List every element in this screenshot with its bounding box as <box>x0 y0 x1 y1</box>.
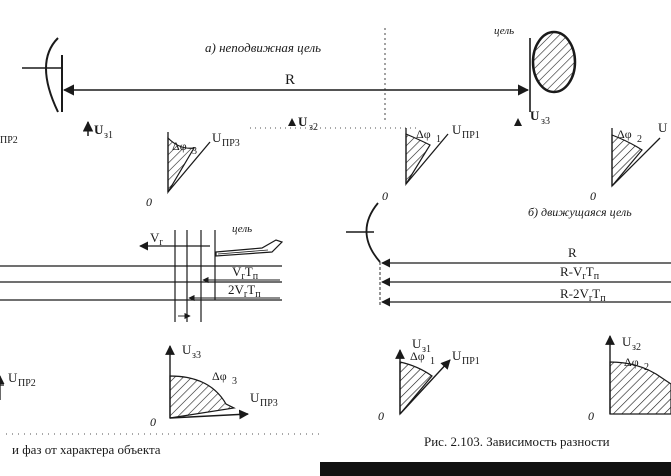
svg-text:Δφ: Δφ <box>172 139 187 153</box>
caption-a: а) неподвижная цель <box>205 40 321 55</box>
marker-u33: U з3 <box>514 108 550 127</box>
phasor-top-3: Δφ 3 U ПР3 0 <box>146 130 240 209</box>
svg-text:з3: з3 <box>192 350 201 361</box>
wavefront-lines <box>174 230 216 322</box>
svg-text:U: U <box>412 336 422 351</box>
vt-label-1: VrTп <box>232 264 259 282</box>
caption-b: б) движущаяся цель <box>528 205 632 219</box>
svg-text:0: 0 <box>150 415 156 429</box>
target-label-a: цель <box>494 25 514 37</box>
svg-text:U: U <box>452 348 462 363</box>
phasor-top-1: Δφ 1 U ПР1 0 <box>382 122 480 203</box>
svg-text:Δφ: Δφ <box>617 127 632 141</box>
svg-text:U: U <box>8 370 18 385</box>
marker-u32: U з2 <box>288 114 318 133</box>
marker-u31: U з1 <box>82 120 113 141</box>
svg-text:ПР1: ПР1 <box>462 130 480 141</box>
svg-text:0: 0 <box>590 189 596 203</box>
svg-text:U: U <box>452 122 462 137</box>
svg-text:0: 0 <box>378 409 384 423</box>
svg-text:1: 1 <box>430 356 435 367</box>
svg-text:з1: з1 <box>104 130 113 141</box>
svg-text:ПР2: ПР2 <box>18 378 36 389</box>
svg-text:ПР1: ПР1 <box>462 356 480 367</box>
range-label-2: R-VrTп <box>560 264 600 282</box>
svg-text:0: 0 <box>146 195 152 209</box>
target-label-b: цель <box>232 223 252 235</box>
svg-text:ПР3: ПР3 <box>222 138 240 149</box>
svg-text:3: 3 <box>232 376 237 387</box>
svg-text:U: U <box>182 342 192 357</box>
range-label-a: R <box>285 72 295 88</box>
svg-text:U: U <box>530 108 540 123</box>
svg-text:0: 0 <box>588 409 594 423</box>
scene-b-left: Vr цель VrTп 2VrTп <box>0 223 284 322</box>
svg-text:U: U <box>298 114 308 129</box>
svg-text:з3: з3 <box>541 116 550 127</box>
phasor-bottom-1: U з1 Δφ 1 U ПР1 0 <box>378 336 480 423</box>
svg-text:Δφ: Δφ <box>212 369 227 383</box>
range-label-1: R <box>568 245 577 260</box>
radar-antenna-a <box>22 37 63 113</box>
radar-antenna-b <box>346 202 381 263</box>
svg-text:Δφ: Δφ <box>410 349 425 363</box>
aircraft-icon <box>215 239 284 257</box>
scene-a: R а) неподвижная цель цель U з1 U з2 U з… <box>0 25 577 146</box>
svg-text:2: 2 <box>637 134 642 145</box>
svg-text:U: U <box>622 334 632 349</box>
svg-text:U: U <box>658 120 668 135</box>
svg-text:U: U <box>250 390 260 405</box>
svg-text:U: U <box>94 122 104 137</box>
svg-text:ПР3: ПР3 <box>260 398 278 409</box>
phasor-bottom-3: U з3 Δφ 3 U ПР3 0 <box>150 342 278 429</box>
footer-black-bar <box>320 462 671 476</box>
svg-text:з1: з1 <box>422 344 431 355</box>
target-blob <box>531 30 577 94</box>
left-cut-sub: ПР2 <box>0 135 18 146</box>
phasor-bottom-2b: U з2 Δφ 2 0 <box>588 334 671 423</box>
svg-text:з2: з2 <box>632 342 641 353</box>
svg-text:2: 2 <box>644 362 649 373</box>
phasor-top-2: Δφ 2 U 0 <box>590 120 668 203</box>
svg-text:3: 3 <box>192 146 197 157</box>
svg-text:0: 0 <box>382 189 388 203</box>
vt-label-2: 2VrTп <box>228 282 261 300</box>
range-label-3: R-2VrTп <box>560 286 606 304</box>
svg-text:з2: з2 <box>309 122 318 133</box>
svg-text:1: 1 <box>436 134 441 145</box>
velocity-label: Vr <box>150 230 163 248</box>
footer-left-text: и фаз от характера объекта <box>12 442 161 457</box>
scene-b-right: б) движущаяся цель R R-VrTп R-2VrTп <box>346 202 671 307</box>
svg-text:Δφ: Δφ <box>416 127 431 141</box>
svg-text:U: U <box>212 130 222 145</box>
footer-right-text: Рис. 2.103. Зависимость разности <box>424 434 610 449</box>
phasor-bottom-2: U ПР2 <box>0 370 36 400</box>
svg-text:Δφ: Δφ <box>624 355 639 369</box>
